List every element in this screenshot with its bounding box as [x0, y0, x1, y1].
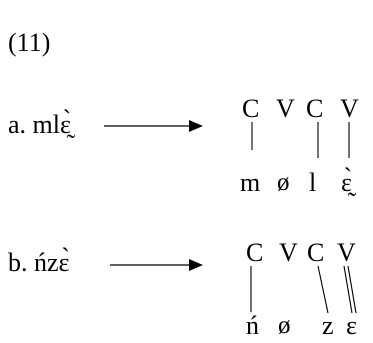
- example-a-segment-3: l: [309, 168, 317, 197]
- example-number: (11): [8, 28, 51, 57]
- example-b-segment-4: ɛ: [346, 311, 357, 340]
- example-b-line-2: [317, 265, 329, 314]
- example-b-skeleton-c1: C: [246, 238, 264, 267]
- example-a-segment-4: ɛ̰̀: [341, 168, 352, 197]
- example-a-segment-1: m: [240, 168, 261, 197]
- example-b-line-4: [347, 265, 357, 314]
- example-a-skeleton-c2: C: [306, 94, 324, 123]
- example-b-segment-2: ø: [278, 312, 291, 339]
- example-a-skeleton-v1: V: [276, 94, 295, 123]
- example-b-segment-1: ń: [246, 311, 259, 340]
- example-a-skeleton-c1: C: [242, 94, 260, 123]
- example-a-skeleton-v2: V: [340, 94, 359, 123]
- example-b-label: b. ńzɛ̀: [8, 248, 70, 277]
- example-b-line-3: [343, 265, 353, 314]
- example-b-skeleton-c2: C: [307, 238, 325, 267]
- arrow-a-icon: [104, 120, 203, 132]
- arrow-b-icon: [110, 259, 203, 271]
- example-b-skeleton-v1: V: [279, 238, 298, 267]
- example-b-skeleton-v2: V: [337, 238, 356, 267]
- example-a-label: a. mlɛ̰̀: [8, 110, 71, 139]
- example-a-segment-2: ø: [277, 169, 290, 196]
- example-b-segment-3: z: [322, 311, 334, 340]
